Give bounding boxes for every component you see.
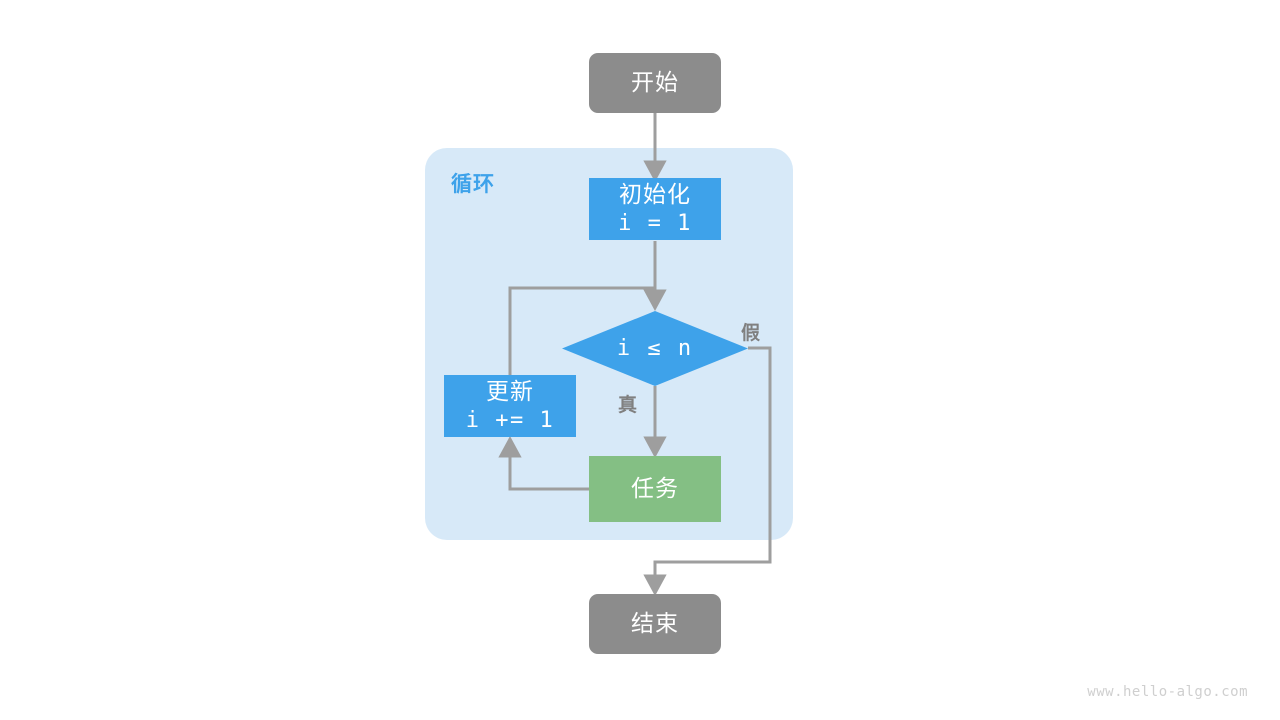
node-update-expression: i += 1 <box>465 407 555 433</box>
node-task[interactable]: 任务 <box>589 456 721 522</box>
node-init-label: 初始化 <box>619 181 691 208</box>
node-update[interactable]: 更新 i += 1 <box>444 375 576 437</box>
edge-label-true: 真 <box>618 395 639 416</box>
node-end-label: 结束 <box>631 610 679 637</box>
node-task-label: 任务 <box>631 475 679 502</box>
edge-decision-false-to-end <box>643 346 772 597</box>
node-start[interactable]: 开始 <box>589 53 721 113</box>
edge-update-to-decision <box>508 286 655 375</box>
edge-task-to-update <box>498 435 589 491</box>
node-start-label: 开始 <box>631 69 679 96</box>
node-decision[interactable]: i ≤ n <box>562 311 748 386</box>
watermark: www.hello-algo.com <box>1087 684 1248 700</box>
loop-container-label: 循环 <box>451 173 495 196</box>
node-update-label: 更新 <box>486 378 534 405</box>
node-init[interactable]: 初始化 i = 1 <box>589 178 721 240</box>
edge-label-false: 假 <box>741 323 762 344</box>
node-decision-label: i ≤ n <box>616 336 694 361</box>
node-init-expression: i = 1 <box>618 210 692 236</box>
node-end[interactable]: 结束 <box>589 594 721 654</box>
decision-diamond-shape <box>562 311 748 386</box>
